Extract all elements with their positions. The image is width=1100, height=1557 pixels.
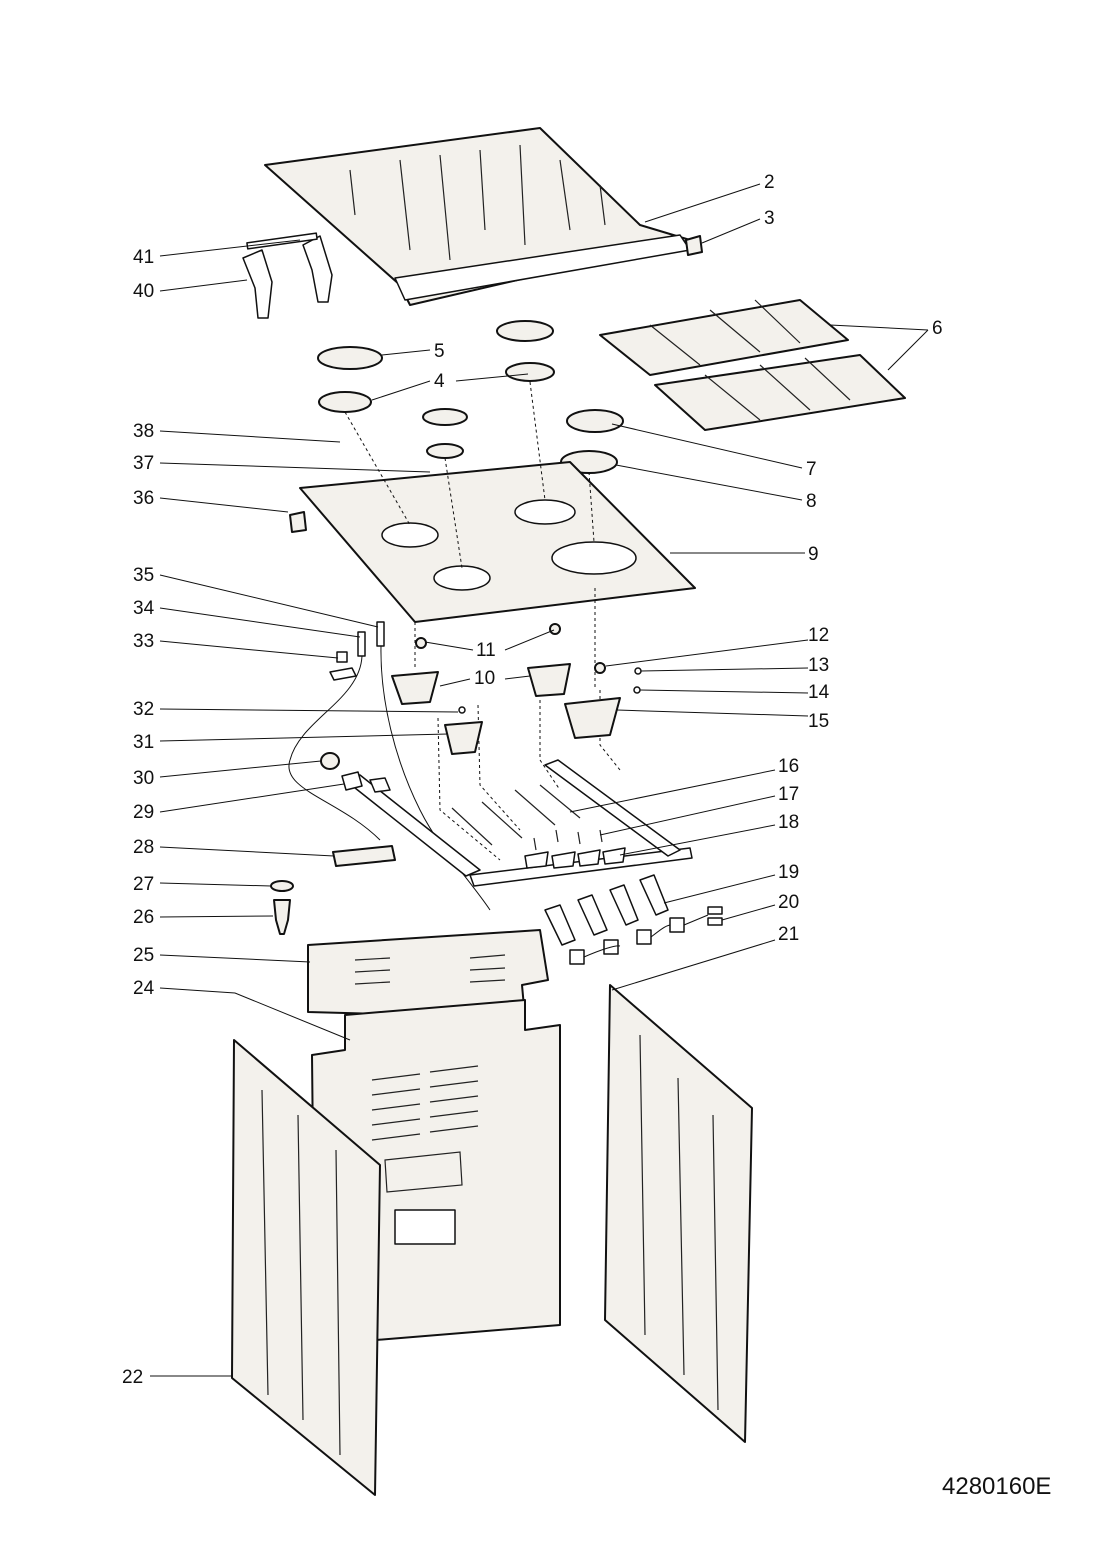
- part-7-crown: [566, 409, 624, 433]
- callout-4: 4: [434, 371, 445, 392]
- callout-5: 5: [434, 341, 445, 362]
- callout-2: 2: [764, 172, 775, 193]
- callout-16: 16: [778, 756, 799, 777]
- callout-19: 19: [778, 862, 799, 883]
- callout-20: 20: [778, 892, 799, 913]
- callout-22: 22: [122, 1367, 143, 1388]
- callout-17: 17: [778, 784, 799, 805]
- callout-34: 34: [133, 598, 155, 619]
- callout-40: 40: [133, 281, 154, 302]
- part-9-hob: [299, 461, 696, 623]
- callout-38: 38: [133, 421, 154, 442]
- part-4-burner-left: [318, 391, 372, 413]
- part-26-connector: [273, 899, 291, 935]
- callout-18: 18: [778, 812, 799, 833]
- part-15-holder: [564, 697, 621, 739]
- part-10-holder-right: [527, 663, 571, 697]
- part-19-taps: [544, 874, 669, 946]
- part-31-holder: [444, 721, 483, 755]
- part-thermocouple: [288, 621, 491, 911]
- part-36-knob: [289, 511, 307, 533]
- callout-29: 29: [133, 802, 154, 823]
- callout-33: 33: [133, 631, 154, 652]
- part-28-generator: [332, 845, 396, 867]
- callout-21: 21: [778, 924, 799, 945]
- part-17-pipes: [451, 784, 626, 869]
- callout-36: 36: [133, 488, 154, 509]
- callout-35: 35: [133, 565, 154, 586]
- part-38-cap: [422, 408, 468, 426]
- callout-37: 37: [133, 453, 154, 474]
- part-30-fitting: [320, 752, 340, 770]
- part-5-cap-left: [317, 346, 383, 370]
- part-27-washer: [270, 880, 294, 892]
- part-22-side-panel-left: [231, 1039, 381, 1496]
- callout-12: 12: [808, 625, 829, 646]
- callout-41: 41: [133, 247, 154, 268]
- callout-27: 27: [133, 874, 154, 895]
- callout-32: 32: [133, 699, 154, 720]
- part-20-switches: [569, 906, 723, 965]
- part-13-screw: [634, 667, 642, 675]
- callout-30: 30: [133, 768, 154, 789]
- part-32-nut: [458, 706, 466, 714]
- part-11-nut-b: [549, 623, 561, 635]
- part-10-holder-left: [391, 671, 439, 705]
- callout-13: 13: [808, 655, 829, 676]
- callout-24: 24: [133, 978, 155, 999]
- callout-26: 26: [133, 907, 154, 928]
- part-hinges: [242, 232, 333, 319]
- part-11-nut: [415, 637, 427, 649]
- drawing-code: 4280160E: [942, 1473, 1051, 1500]
- part-5-cap-right: [496, 320, 554, 342]
- part-3-cap: [685, 235, 703, 256]
- callout-11: 11: [476, 640, 496, 661]
- callout-28: 28: [133, 837, 154, 858]
- part-37-burner: [426, 443, 464, 459]
- part-25-back-rail: [307, 929, 549, 1019]
- callout-14: 14: [808, 682, 830, 703]
- alignment-lines: [344, 381, 621, 861]
- part-6-pan-supports: [599, 299, 906, 431]
- callout-15: 15: [808, 711, 829, 732]
- part-12-nut: [594, 662, 606, 674]
- callout-6: 6: [932, 318, 943, 339]
- callout-9: 9: [808, 544, 819, 565]
- callout-10: 10: [474, 668, 495, 689]
- part-4-burner-right: [505, 362, 555, 382]
- callout-25: 25: [133, 945, 154, 966]
- leader-lines: [150, 183, 929, 1377]
- callout-labels: 2 3 4 5 6 7 8 9 10 11 12 13 14 15 16 17 …: [122, 172, 943, 1388]
- callout-7: 7: [806, 459, 817, 480]
- callout-3: 3: [764, 208, 775, 229]
- part-21-side-panel-right: [604, 984, 753, 1443]
- callout-31: 31: [133, 732, 154, 753]
- callout-8: 8: [806, 491, 817, 512]
- part-16-manifold: [344, 759, 693, 887]
- part-29-pipe-end: [341, 771, 363, 791]
- part-14-washer: [633, 686, 641, 694]
